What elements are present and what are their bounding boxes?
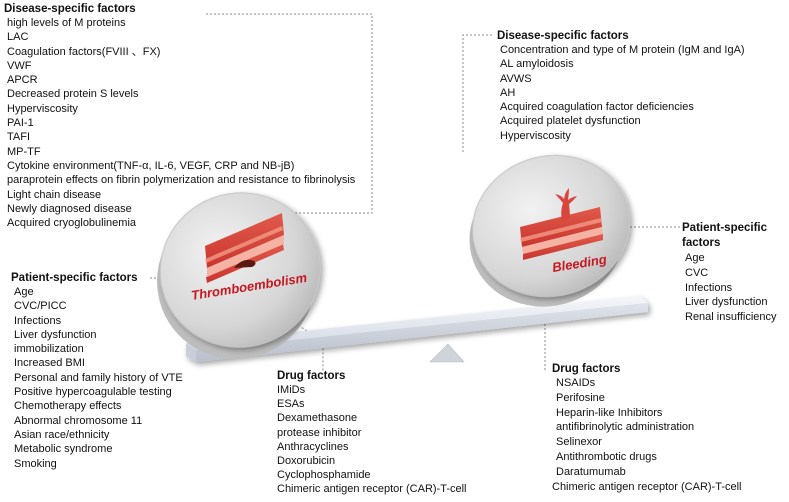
thrombo-patient-title: Patient-specific factors bbox=[11, 272, 138, 284]
list-item: paraprotein effects on fibrin polymeriza… bbox=[7, 174, 356, 187]
list-item: AL amyloidosis bbox=[500, 58, 574, 71]
list-item: Concentration and type of M protein (IgM… bbox=[500, 44, 745, 56]
list-item: Decreased protein S levels bbox=[7, 88, 139, 101]
list-item: ESAs bbox=[277, 398, 305, 411]
balance-beam bbox=[186, 296, 648, 362]
list-item: MP-TF bbox=[7, 145, 41, 158]
clot-icon bbox=[234, 259, 256, 268]
list-item: Acquired platelet dysfunction bbox=[500, 115, 641, 128]
list-item: Acquired coagulation factor deficiencies bbox=[500, 101, 694, 114]
list-item: Perifosine bbox=[556, 391, 605, 404]
list-item: Selinexor bbox=[556, 436, 602, 449]
fulcrum bbox=[429, 343, 465, 363]
connector-bl-disease bbox=[462, 34, 492, 152]
list-item: Infections bbox=[685, 281, 733, 294]
list-item: Personal and family history of VTE bbox=[14, 371, 183, 384]
list-item: Acquired cryoglobulinemia bbox=[7, 217, 137, 230]
list-item: CVC/PICC bbox=[14, 300, 67, 313]
list-item: Cytokine environment(TNF-α, IL-6, VEGF, … bbox=[7, 159, 295, 172]
thrombo-drug-title: Drug factors bbox=[277, 370, 346, 382]
list-item: antifibrinolytic administration bbox=[556, 421, 695, 434]
list-item: Heparin-like Inhibitors bbox=[556, 406, 663, 419]
list-item: protease inhibitor bbox=[277, 426, 362, 439]
list-item: LAC bbox=[7, 31, 29, 44]
list-item: Metabolic syndrome bbox=[14, 443, 113, 456]
list-item: Antithrombotic drugs bbox=[556, 450, 657, 463]
list-item: Renal insufficiency bbox=[685, 311, 777, 324]
list-item: APCR bbox=[7, 74, 38, 87]
bleeding-vessel-icon bbox=[520, 188, 603, 260]
list-item: NSAIDs bbox=[556, 377, 596, 389]
list-item: Abnormal chromosome 11 bbox=[14, 414, 143, 427]
bleeding-patient-factors: Patient-specific factors Age CVC Infecti… bbox=[682, 221, 787, 325]
thrombo-disease-title: Disease-specific factors bbox=[4, 3, 136, 15]
thrombo-patient-factors: Patient-specific factors Age CVC/PICC In… bbox=[11, 271, 211, 471]
list-item: CVC bbox=[685, 266, 709, 279]
list-item: Coagulation factors(FVIII 、FX) bbox=[7, 45, 161, 58]
bleeding-drug-factors: Drug factors NSAIDs Perifosine Heparin-l… bbox=[552, 362, 787, 494]
list-item: Increased BMI bbox=[14, 357, 85, 370]
list-item: TAFI bbox=[7, 131, 31, 144]
list-item: Liver dysfunction bbox=[14, 328, 97, 341]
bleeding-drug-list: NSAIDs Perifosine Heparin-like Inhibitor… bbox=[552, 376, 787, 494]
bleeding-disease-title: Disease-specific factors bbox=[497, 30, 629, 42]
bleeding-drug-title: Drug factors bbox=[552, 363, 621, 375]
list-item: Daratumumab bbox=[556, 465, 626, 478]
list-item: Dexamethasone bbox=[277, 412, 358, 425]
list-item: Chimeric antigen receptor (CAR)-T-cell bbox=[552, 480, 742, 493]
list-item: AVWS bbox=[500, 72, 532, 85]
list-item: Age bbox=[685, 252, 705, 264]
list-item: AH bbox=[500, 86, 516, 99]
list-item: Doxorubicin bbox=[277, 455, 336, 468]
list-item: high levels of M proteins bbox=[7, 17, 126, 29]
list-item: Newly diagnosed disease bbox=[7, 202, 132, 215]
bleeding-patient-title: Patient-specific factors bbox=[682, 222, 767, 249]
list-item: PAI-1 bbox=[7, 117, 34, 130]
thrombus-vessel-icon bbox=[205, 213, 284, 283]
list-item: Positive hypercoagulable testing bbox=[14, 386, 172, 399]
list-item: Chemotherapy effects bbox=[14, 400, 122, 413]
list-item: Cyclophosphamide bbox=[277, 469, 371, 482]
list-item: Chimeric antigen receptor (CAR)-T-cell bbox=[277, 483, 467, 496]
bleeding-disease-list: Concentration and type of M protein (IgM… bbox=[497, 43, 787, 143]
thrombo-drug-list: IMiDs ESAs Dexamethasone protease inhibi… bbox=[277, 383, 517, 497]
bleeding-disease-factors: Disease-specific factors Concentration a… bbox=[497, 29, 787, 143]
thrombo-disease-list: high levels of M proteins LAC Coagulatio… bbox=[4, 16, 374, 230]
list-item: immobilization bbox=[14, 343, 84, 356]
thrombo-patient-list: Age CVC/PICC Infections Liver dysfunctio… bbox=[11, 285, 211, 471]
list-item: Hyperviscosity bbox=[500, 129, 571, 142]
bleed-jet-icon bbox=[555, 188, 577, 221]
list-item: IMiDs bbox=[277, 384, 306, 396]
list-item: Smoking bbox=[14, 457, 57, 470]
bleeding-patient-list: Age CVC Infections Liver dysfunction Ren… bbox=[682, 251, 787, 325]
list-item: Liver dysfunction bbox=[685, 296, 768, 309]
thrombo-drug-factors: Drug factors IMiDs ESAs Dexamethasone pr… bbox=[277, 369, 517, 497]
list-item: Light chain disease bbox=[7, 188, 102, 201]
list-item: Hyperviscosity bbox=[7, 102, 78, 115]
list-item: Asian race/ethnicity bbox=[14, 428, 110, 441]
list-item: Anthracyclines bbox=[277, 440, 349, 453]
list-item: Age bbox=[14, 286, 34, 298]
thrombo-disease-factors: Disease-specific factors high levels of … bbox=[4, 2, 374, 230]
list-item: VWF bbox=[7, 59, 32, 72]
list-item: Infections bbox=[14, 314, 62, 327]
